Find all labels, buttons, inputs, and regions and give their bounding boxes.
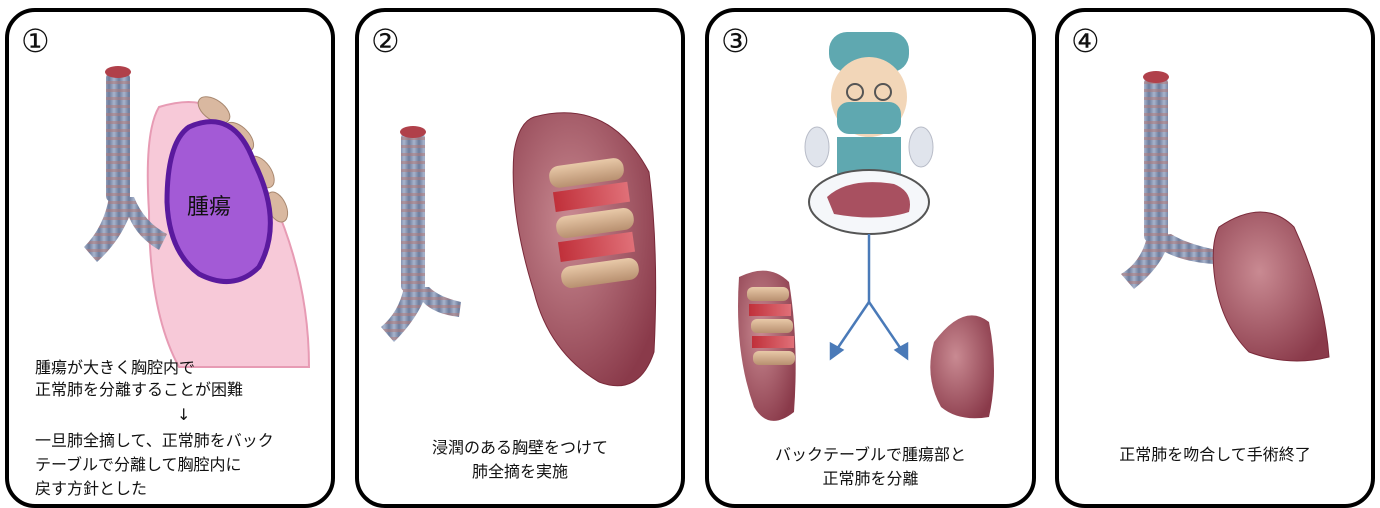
trachea bbox=[1144, 77, 1168, 242]
trachea bbox=[106, 72, 130, 202]
caption-line: 正常肺を分離することが困難 bbox=[35, 379, 243, 401]
caption-line: 戻す方針とした bbox=[35, 478, 147, 500]
panel-4: ④ 正常肺を吻合して手術終了 bbox=[1055, 8, 1375, 508]
caption-line: 腫瘍が大きく胸腔内で bbox=[35, 357, 195, 379]
caption-line: 正常肺を吻合して手術終了 bbox=[1059, 444, 1371, 466]
back-table-illustration bbox=[709, 12, 1036, 508]
panel-1: ① 腫瘍 腫瘍が大きく胸腔内で 正常肺を分離することが困難 ↓ 一旦肺全摘して、… bbox=[5, 8, 335, 508]
panel-2: ② 浸潤のある胸壁をつけて 肺全摘を実施 bbox=[355, 8, 685, 508]
caption-line: 肺全摘を実施 bbox=[359, 461, 681, 483]
caption-line: バックテーブルで腫瘍部と bbox=[709, 444, 1032, 466]
surgeon-figure bbox=[805, 32, 933, 182]
bronchus bbox=[381, 287, 461, 342]
panel-3: ③ bbox=[705, 8, 1036, 508]
trachea bbox=[401, 132, 425, 292]
pneumonectomy-illustration bbox=[359, 12, 685, 508]
anastomosis-illustration bbox=[1059, 12, 1375, 508]
reattached-lung bbox=[1213, 212, 1329, 361]
normal-lung-specimen bbox=[930, 315, 994, 418]
caption-arrow: ↓ bbox=[177, 404, 190, 426]
caption-line: 一旦肺全摘して、正常肺をバック bbox=[35, 430, 274, 452]
tumor-label: 腫瘍 bbox=[187, 195, 231, 220]
caption-line: 正常肺を分離 bbox=[709, 468, 1032, 490]
split-arrows bbox=[831, 234, 907, 358]
bronchus bbox=[1121, 234, 1217, 289]
caption-line: テーブルで分離して胸腔内に bbox=[35, 454, 242, 476]
caption-line: 浸潤のある胸壁をつけて bbox=[359, 437, 681, 459]
